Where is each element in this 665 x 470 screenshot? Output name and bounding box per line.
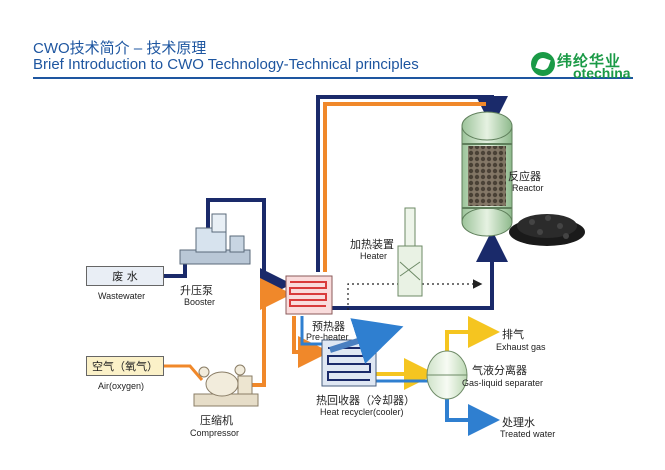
- reactor-icon: [461, 111, 513, 237]
- catalyst-pile-image: [509, 214, 585, 246]
- air-label-cn: 空气（氧气）: [92, 360, 158, 373]
- booster-pump-icon: [179, 213, 251, 265]
- treated-water-label-cn: 处理水: [502, 416, 535, 429]
- heat-recycler-icon: [321, 318, 404, 387]
- exhaust-gas-pipe: [445, 316, 500, 352]
- preheater-to-reactor-top-outer: [323, 102, 486, 272]
- preheater-label-cn: 预热器: [312, 320, 345, 333]
- preheater-to-recycler-pipe: [292, 316, 330, 368]
- treated-water-pipe: [445, 396, 500, 436]
- separator-label-en: Gas-liquid separater: [462, 378, 544, 388]
- reactor-label-cn: 反应器: [508, 170, 541, 183]
- air-feed-pipe: [164, 364, 204, 381]
- gas-liquid-separator-icon: [426, 350, 468, 400]
- preheater-to-reactor-top-pipe: [316, 95, 508, 272]
- heater-bypass-line: [347, 279, 483, 310]
- logo-name-en: otechina: [573, 65, 631, 81]
- air-label-en: Air(oxygen): [98, 381, 145, 391]
- air-source-box: 空气（氧气）: [86, 356, 164, 376]
- heat-recycler-label-en: Heat recycler(cooler): [320, 407, 404, 417]
- exhaust-label-cn: 排气: [502, 328, 524, 341]
- compressor-label-en: Compressor: [190, 428, 240, 438]
- preheater-to-recycler-blue-pipe: [300, 316, 322, 346]
- compressor-icon: [193, 364, 259, 407]
- heat-recycler-label-cn: 热回收器（冷却器）: [316, 394, 415, 407]
- preheater-to-reactor-bottom-pipe: [332, 230, 508, 310]
- wastewater-source-box: 废 水: [86, 266, 164, 286]
- compressor-label-cn: 压缩机: [200, 414, 233, 427]
- treated-water-label-en: Treated water: [500, 429, 556, 439]
- exhaust-label-en: Exhaust gas: [496, 342, 546, 352]
- compressor-outlet-pipe: [248, 278, 292, 387]
- preheater-icon: [285, 275, 333, 315]
- heater-label-en: Heater: [360, 251, 388, 261]
- title-underline: [33, 77, 633, 79]
- leaf-logo-icon: [531, 52, 555, 76]
- wastewater-label-cn: 废 水: [112, 270, 138, 283]
- heater-icon: [397, 207, 423, 297]
- reactor-label-en: Reactor: [512, 183, 544, 193]
- booster-label-en: Booster: [184, 297, 216, 307]
- separator-label-cn: 气液分离器: [472, 364, 527, 377]
- company-logo: 纬纶华业 otechina: [531, 50, 651, 81]
- heater-label-cn: 加热装置: [350, 238, 394, 251]
- logo-name-cn: 纬纶华业: [557, 52, 622, 70]
- preheater-label-en: Pre-heater: [306, 332, 349, 342]
- page-title-en: Brief Introduction to CWO Technology-Tec…: [33, 56, 419, 73]
- booster-label-cn: 升压泵: [180, 284, 213, 297]
- wastewater-label-en: Wastewater: [98, 291, 146, 301]
- page-title-cn: CWO技术简介 – 技术原理: [33, 40, 207, 57]
